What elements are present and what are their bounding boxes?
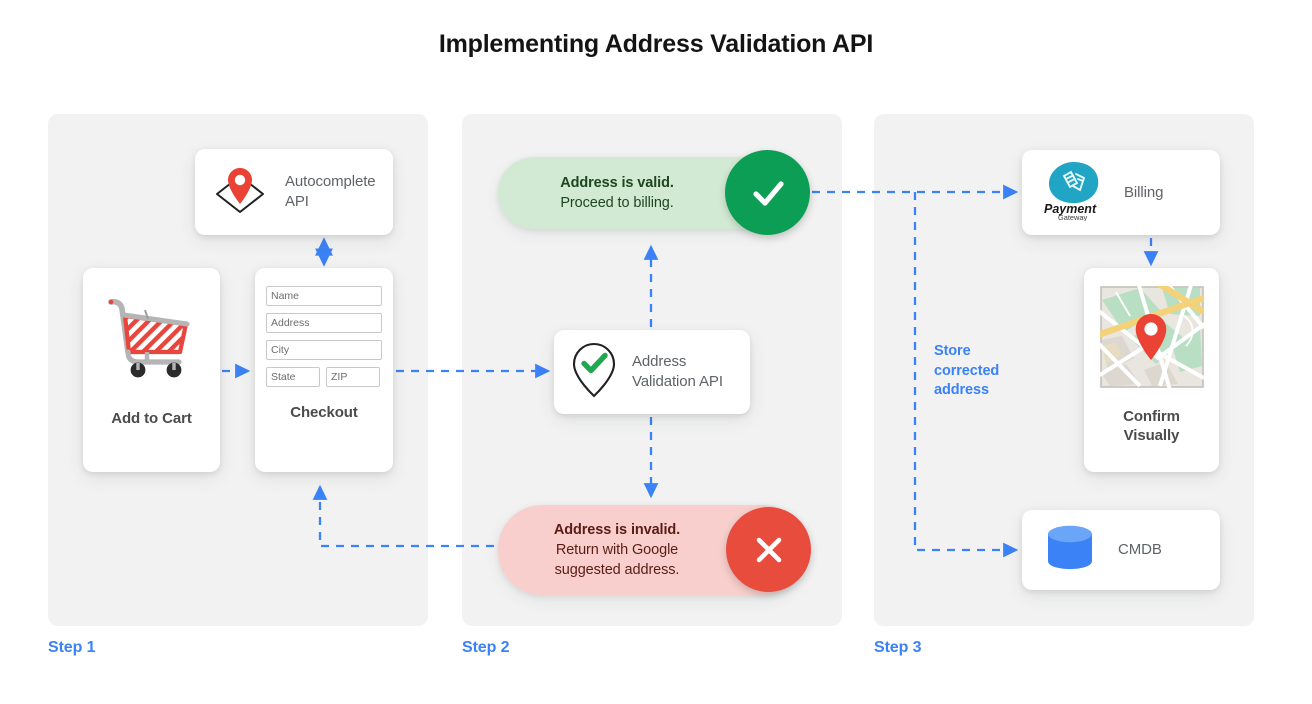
map-pin-diamond-icon — [211, 164, 269, 221]
autocomplete-api-label: Autocomplete API — [285, 173, 376, 210]
step-2-label: Step 2 — [462, 639, 510, 656]
checkout-card[interactable]: Name Address City State ZIP Checkout — [255, 268, 393, 472]
address-invalid-pill: Address is invalid. Return with Google s… — [498, 505, 811, 595]
add-to-cart-card[interactable]: Add to Cart — [83, 268, 220, 472]
zip-field[interactable]: ZIP — [326, 367, 380, 387]
billing-card[interactable]: Payment Gateway Billing — [1022, 150, 1220, 235]
confirm-visually-card[interactable]: Confirm Visually — [1084, 268, 1219, 472]
cmdb-card[interactable]: CMDB — [1022, 510, 1220, 590]
city-field[interactable]: City — [266, 340, 382, 360]
checkout-caption: Checkout — [290, 404, 358, 421]
address-valid-text: Address is valid. Proceed to billing. — [560, 175, 674, 211]
cmdb-label: CMDB — [1118, 541, 1162, 558]
checkout-form: Name Address City State ZIP — [266, 286, 382, 387]
address-validation-api-card[interactable]: Address Validation API — [554, 330, 750, 414]
payment-logo-word: Payment — [1044, 202, 1097, 216]
pin-check-icon — [570, 340, 618, 405]
database-cylinder-icon — [1044, 523, 1096, 578]
store-corrected-address-note: Store corrected address — [934, 343, 1000, 398]
state-field[interactable]: State — [266, 367, 320, 387]
step-3-label: Step 3 — [874, 639, 922, 656]
check-circle-icon — [725, 150, 810, 235]
payment-logo-sub: Gateway — [1058, 213, 1087, 221]
step-1-label: Step 1 — [48, 639, 96, 656]
add-to-cart-caption: Add to Cart — [111, 410, 192, 427]
page-title: Implementing Address Validation API — [438, 30, 874, 58]
address-invalid-text: Address is invalid. Return with Google s… — [553, 522, 681, 578]
payment-gateway-logo: Payment Gateway — [1040, 159, 1106, 226]
address-field[interactable]: Address — [266, 313, 382, 333]
shopping-cart-icon — [100, 290, 204, 391]
autocomplete-api-card[interactable]: Autocomplete API — [195, 149, 393, 235]
billing-label: Billing — [1124, 183, 1164, 201]
address-validation-api-label: Address Validation API — [632, 353, 723, 390]
address-valid-pill: Address is valid. Proceed to billing. — [498, 150, 810, 235]
state-zip-row: State ZIP — [266, 367, 382, 387]
confirm-visually-caption: Confirm Visually — [1123, 408, 1180, 444]
x-circle-icon — [726, 507, 811, 592]
name-field[interactable]: Name — [266, 286, 382, 306]
map-thumbnail-icon — [1093, 279, 1211, 393]
